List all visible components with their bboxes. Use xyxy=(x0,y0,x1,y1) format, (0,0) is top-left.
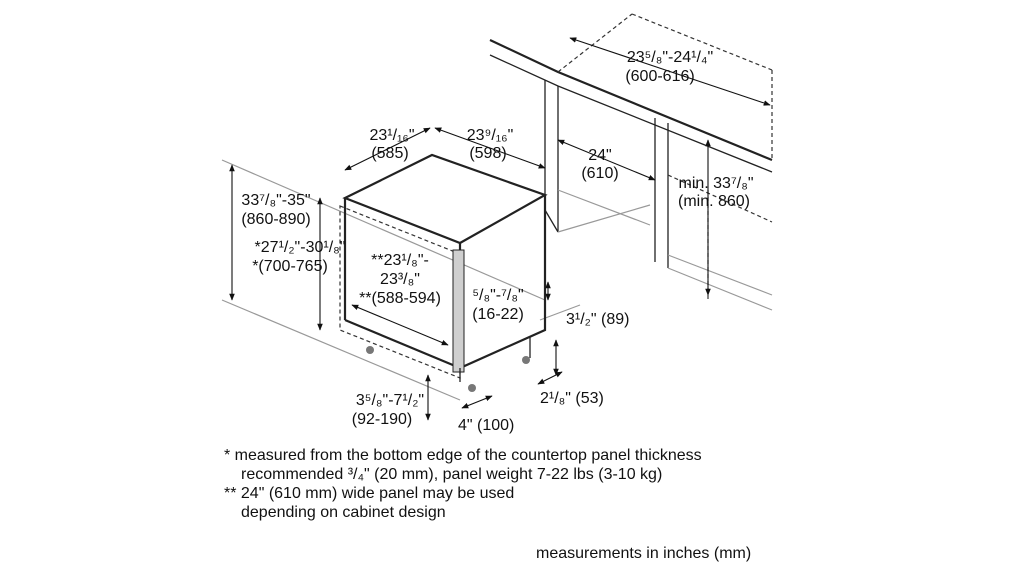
plinth-height-label: 3¹/₂" (89) xyxy=(566,311,629,328)
niche-height-mm-label: (min. 860) xyxy=(678,193,750,210)
footnote-1: * measured from the bottom edge of the c… xyxy=(224,447,702,464)
opening-depth-label: 23⁵/₈"-24¹/₄" xyxy=(627,49,713,66)
dimension-labels: 23⁵/₈"-24¹/₄" (600-616) 23¹/₁₆" (585) 23… xyxy=(241,49,753,434)
depth-label: 23¹/₁₆" xyxy=(369,127,414,144)
panel-width-label: **23¹/₈"- xyxy=(371,252,429,269)
feet-depth-label: 4" (100) xyxy=(458,417,514,434)
panel-width-fraction-label: 23³/₈" xyxy=(380,271,420,288)
units-note: measurements in inches (mm) xyxy=(536,545,752,562)
panel-thickness-label: ⁵/₈"-⁷/₈" xyxy=(472,287,523,304)
dishwasher-body xyxy=(339,153,548,392)
feet-height-mm-label: (92-190) xyxy=(352,411,412,428)
overall-height-mm-label: (860-890) xyxy=(241,211,310,228)
footnote-2: ** 24" (610 mm) wide panel may be used xyxy=(224,485,515,502)
panel-height-mm-label: *(700-765) xyxy=(252,258,328,275)
panel-width-mm-label: **(588-594) xyxy=(359,290,441,307)
width-label: 23⁹/₁₆" xyxy=(467,127,514,144)
niche-width-label: 24" xyxy=(588,147,611,164)
plinth-recess-label: 2¹/₈" (53) xyxy=(540,390,604,407)
feet-height-label: 3⁵/₈"-7¹/₂" xyxy=(356,392,424,409)
width-mm-label: (598) xyxy=(469,145,506,162)
depth-mm-label: (585) xyxy=(371,145,408,162)
niche-width-mm-label: (610) xyxy=(581,165,618,182)
footnote-1-continuation: recommended ³/₄" (20 mm), panel weight 7… xyxy=(241,466,663,483)
opening-depth-mm-label: (600-616) xyxy=(625,68,694,85)
floor-lines xyxy=(221,159,581,401)
panel-thickness-mm-label: (16-22) xyxy=(472,306,524,323)
footnote-2-continuation: depending on cabinet design xyxy=(241,504,446,521)
overall-height-label: 33⁷/₈"-35" xyxy=(241,192,310,209)
dimension-arrows xyxy=(229,37,771,421)
panel-height-label: *27¹/₂"-30¹/₈" xyxy=(255,239,346,256)
niche-height-label: min. 33⁷/₈" xyxy=(678,175,753,192)
